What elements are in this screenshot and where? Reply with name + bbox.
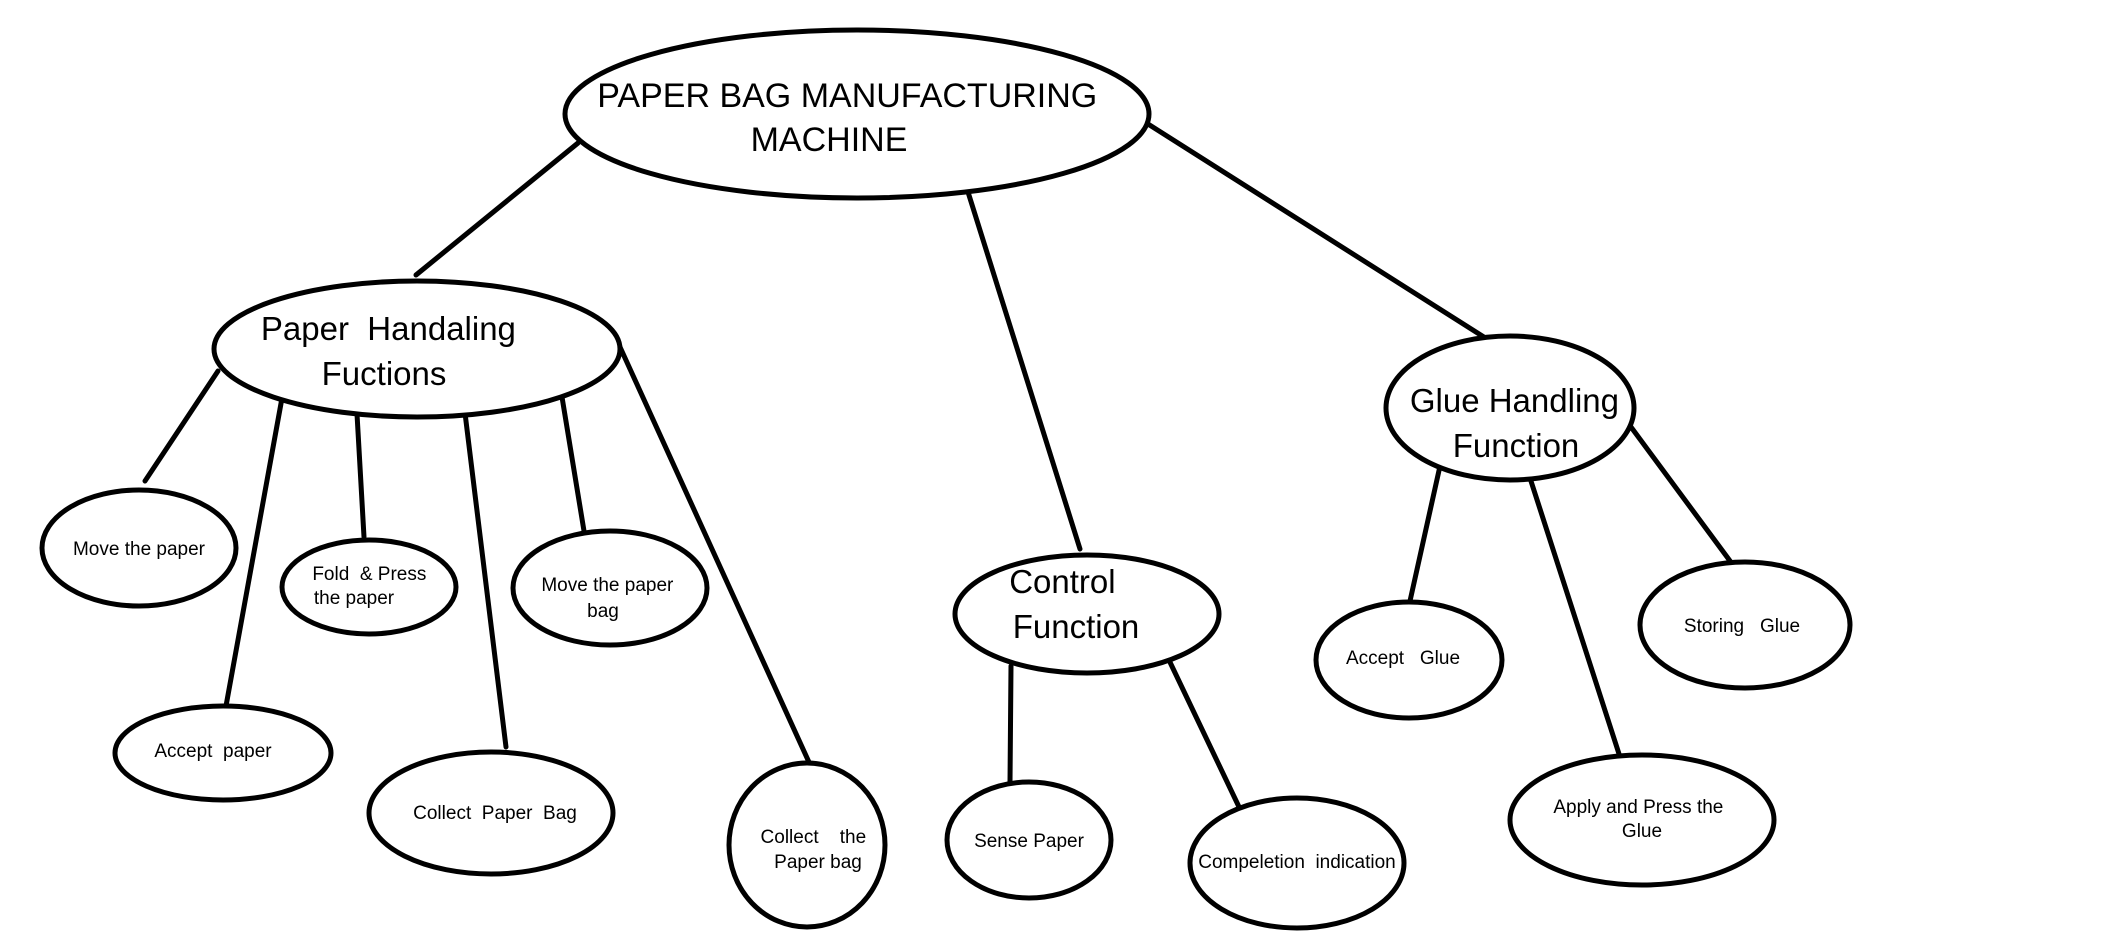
connector-glue-storing	[1628, 424, 1736, 568]
control-label-line-2: Function	[1013, 608, 1140, 645]
accept-paper-label-line-1: Accept paper	[154, 741, 272, 762]
sense-paper-node: Sense Paper	[944, 779, 1114, 901]
completion-indication-node: Compeletion indication	[1187, 795, 1407, 931]
glue-handling-label-line-2: Function	[1453, 427, 1580, 464]
glue-handling-node: Glue Handling Function	[1383, 333, 1637, 483]
accept-glue-label-line-1: Accept Glue	[1346, 648, 1460, 669]
connector-root-glue-handling	[1145, 121, 1490, 342]
accept-paper-node: Accept paper	[112, 703, 334, 803]
move-paper-node-shape	[39, 487, 239, 609]
completion-indication-node-label: Compeletion indication	[1198, 852, 1396, 873]
connector-paper-collect-bag	[462, 410, 509, 750]
storing-glue-node: Storing Glue	[1637, 559, 1853, 691]
move-paper-node-label: Move the paper	[73, 539, 206, 560]
connector-paper-move-bag	[559, 394, 587, 534]
control-function-node-shape	[952, 552, 1222, 676]
root-label-line-1: PAPER BAG MANUFACTURING	[597, 77, 1097, 115]
paper-handling-node-shape	[211, 278, 623, 420]
move-paper-bag-node-shape	[510, 528, 710, 648]
move-paper-bag-node: Move the paper bag	[510, 528, 710, 648]
apply-press-glue-node-shape	[1507, 752, 1777, 888]
accept-glue-node-label: Accept Glue	[1346, 648, 1460, 669]
collect-paper-bag-node-label: Collect Paper Bag	[413, 803, 577, 824]
connector-control-sense-paper	[1007, 663, 1014, 786]
control-function-node-label: Control Function	[1009, 563, 1139, 645]
connector-paper-collect-the-bag	[617, 344, 821, 785]
connector-glue-apply-press	[1527, 475, 1623, 760]
sense-paper-node-label: Sense Paper	[974, 831, 1085, 852]
connector-control-completion	[1165, 655, 1243, 812]
fold-press-node: Fold & Press the paper	[279, 537, 459, 637]
apply-press-glue-node-label: Apply and Press the Glue	[1553, 797, 1728, 842]
accept-glue-node: Accept Glue	[1313, 599, 1505, 721]
apply-press-glue-node: Apply and Press the Glue	[1507, 752, 1777, 888]
connector-glue-accept-glue	[1407, 463, 1443, 604]
connector-paper-accept-paper	[223, 395, 285, 709]
fold-press-label-line-1: Fold & Press	[312, 564, 426, 585]
accept-paper-node-shape	[112, 703, 334, 803]
sense-paper-node-shape	[944, 779, 1114, 901]
glue-handling-node-label: Glue Handling Function	[1410, 382, 1628, 464]
fold-press-node-shape	[279, 537, 459, 637]
collect-the-paper-bag-node-label: Collect the Paper bag	[761, 827, 872, 873]
paper-handling-label-line-2: Fuctions	[322, 355, 447, 392]
collect-the-paper-bag-node: Collect the Paper bag	[726, 760, 888, 930]
root-node: PAPER BAG MANUFACTURING MACHINE	[562, 27, 1152, 201]
completion-indication-label-line-1: Compeletion indication	[1198, 852, 1396, 873]
paper-handling-node-label: Paper Handaling Fuctions	[261, 310, 525, 392]
collect-the-paper-bag-label-line-2: Paper bag	[774, 852, 862, 873]
root-node-shape	[562, 27, 1152, 201]
collect-paper-bag-node-shape	[366, 749, 616, 877]
root-label-line-2: MACHINE	[751, 121, 908, 159]
glue-handling-label-line-1: Glue Handling	[1410, 382, 1619, 419]
move-paper-bag-label-line-1: Move the paper	[541, 575, 674, 596]
connector-paper-fold-press	[354, 411, 367, 540]
move-paper-bag-node-label: Move the paper bag	[541, 575, 678, 622]
apply-press-glue-label-line-1: Apply and Press the	[1553, 797, 1723, 818]
paper-handling-node: Paper Handaling Fuctions	[211, 278, 623, 420]
control-label-line-1: Control	[1009, 563, 1115, 600]
connector-root-paper-handling	[413, 140, 581, 278]
connectors	[142, 121, 1736, 812]
fold-press-label-line-2: the paper	[314, 588, 395, 609]
move-paper-label-line-1: Move the paper	[73, 539, 206, 560]
paper-handling-label-line-1: Paper Handaling	[261, 310, 516, 347]
accept-paper-node-label: Accept paper	[154, 741, 272, 762]
collect-paper-bag-node: Collect Paper Bag	[366, 749, 616, 877]
glue-handling-node-shape	[1383, 333, 1637, 483]
connector-paper-move-paper	[142, 368, 221, 484]
sense-paper-label-line-1: Sense Paper	[974, 831, 1085, 852]
move-paper-node: Move the paper	[39, 487, 239, 609]
collect-the-paper-bag-node-shape	[726, 760, 888, 930]
move-paper-bag-label-line-2: bag	[587, 601, 619, 622]
storing-glue-node-label: Storing Glue	[1684, 616, 1800, 637]
storing-glue-node-shape	[1637, 559, 1853, 691]
collect-the-paper-bag-label-line-1: Collect the	[761, 827, 867, 848]
connector-root-control	[965, 189, 1083, 552]
apply-press-glue-label-line-2: Glue	[1622, 821, 1662, 842]
fold-press-node-label: Fold & Press the paper	[312, 564, 431, 609]
storing-glue-label-line-1: Storing Glue	[1684, 616, 1800, 637]
completion-indication-node-shape	[1187, 795, 1407, 931]
collect-paper-bag-label-line-1: Collect Paper Bag	[413, 803, 577, 824]
control-function-node: Control Function	[952, 552, 1222, 676]
accept-glue-node-shape	[1313, 599, 1505, 721]
root-node-label: PAPER BAG MANUFACTURING MACHINE	[597, 77, 1106, 159]
